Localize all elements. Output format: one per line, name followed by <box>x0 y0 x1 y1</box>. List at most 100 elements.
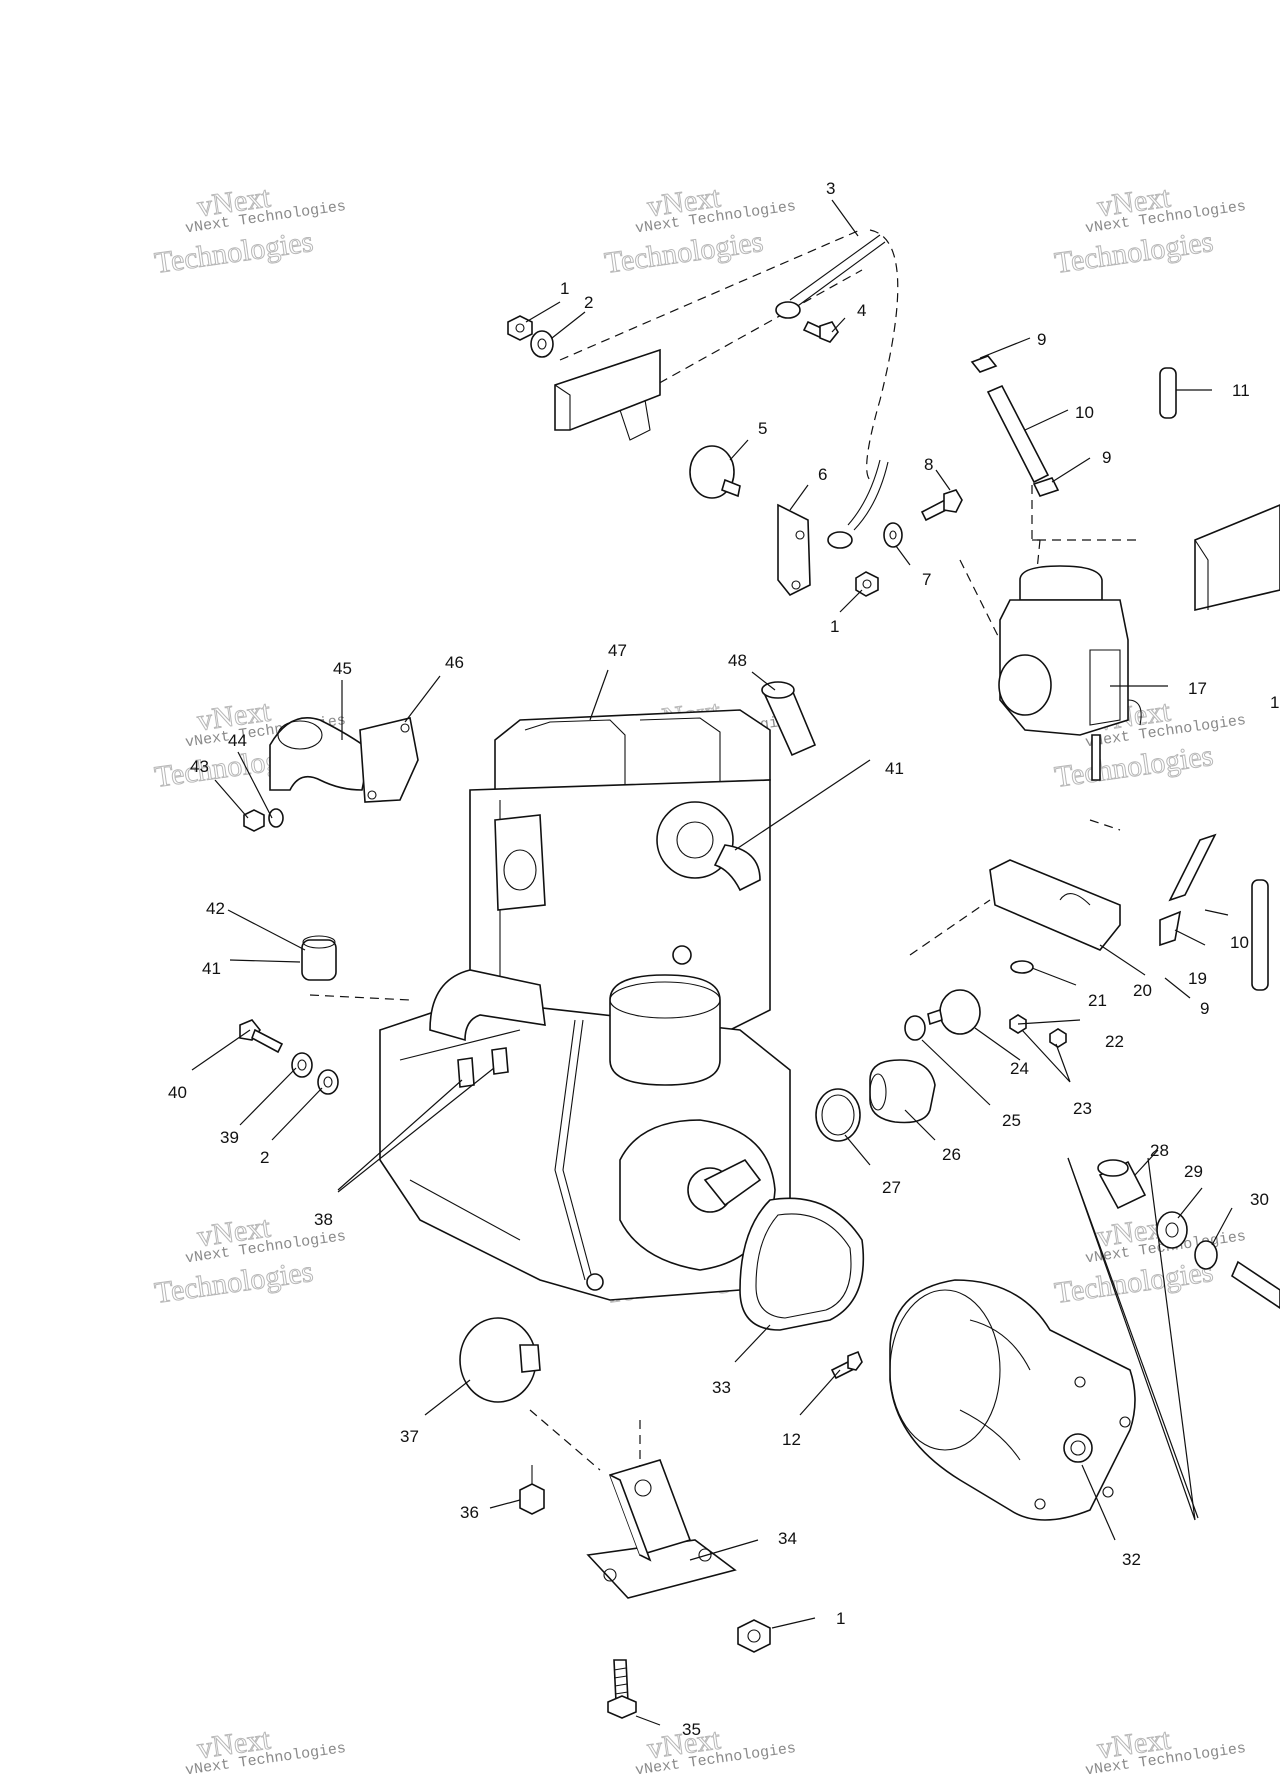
washer-hole <box>1165 1222 1179 1238</box>
dash-line <box>559 229 861 361</box>
pump-outlet <box>713 844 761 892</box>
callout-26: 26 <box>942 1145 961 1164</box>
washer-2-left <box>317 1069 339 1095</box>
temp-sensor <box>457 1057 475 1088</box>
hose-clamp <box>1032 477 1060 497</box>
bolt-thread <box>613 1667 629 1695</box>
washer-29 <box>1156 1211 1188 1249</box>
callout-4: 4 <box>857 301 866 320</box>
washer <box>1194 1240 1218 1270</box>
callout-1: 1 <box>560 279 569 298</box>
washer <box>904 1015 926 1041</box>
dash-line <box>309 994 411 1001</box>
coolant-hose <box>429 969 546 1042</box>
valve-cover <box>494 709 771 791</box>
leader <box>935 469 951 491</box>
callout-42: 42 <box>206 899 225 918</box>
intake-boot <box>269 716 371 791</box>
fuel-filter <box>1159 910 1182 947</box>
clutch-bolt-hole <box>1034 1498 1046 1510</box>
callout-32: 32 <box>1122 1550 1141 1569</box>
callout-33: 33 <box>712 1378 731 1397</box>
callout-48: 48 <box>728 651 747 670</box>
leader <box>551 311 586 339</box>
oil-filter-top <box>609 981 721 1019</box>
clutch-bolt-hole <box>1074 1376 1086 1388</box>
callout-39: 39 <box>220 1128 239 1147</box>
leader <box>689 1539 759 1561</box>
drain-plug <box>672 945 692 965</box>
frame-bracket <box>554 348 661 431</box>
bolt-shank <box>1231 1260 1280 1309</box>
bracket-hole <box>795 530 805 540</box>
bracket-hole <box>634 1479 652 1497</box>
leader <box>1099 944 1146 976</box>
bracket-6 <box>777 503 811 597</box>
hose-clamp <box>970 355 998 373</box>
carb-top-cap <box>1019 565 1103 601</box>
callout-28: 28 <box>1150 1141 1169 1160</box>
leader <box>237 751 273 819</box>
svg-text:Technologies: Technologies <box>153 225 316 280</box>
washer-21 <box>1010 960 1034 974</box>
callout-37: 37 <box>400 1427 419 1446</box>
leader <box>1164 977 1191 999</box>
bracket-upright <box>608 1459 692 1556</box>
clutch-gasket <box>739 1197 865 1331</box>
nut-36 <box>519 1465 545 1515</box>
leader <box>751 671 776 691</box>
watermark: vNext vNext Technologies Technologies <box>152 180 347 280</box>
washer-hole <box>889 530 897 540</box>
pump-center <box>676 821 714 859</box>
callout-23: 23 <box>1073 1099 1092 1118</box>
leader <box>844 1134 871 1166</box>
carb-vent <box>1127 699 1142 726</box>
leader <box>337 1067 495 1193</box>
intake-coupler <box>869 1059 936 1124</box>
callout-8: 8 <box>924 455 933 474</box>
callout-1: 1 <box>1270 693 1279 712</box>
frame-edge <box>1194 539 1209 610</box>
tube-11 <box>1159 367 1177 419</box>
callout-20: 20 <box>1133 981 1152 1000</box>
mount-5 <box>689 445 741 499</box>
callout-2: 2 <box>260 1148 269 1167</box>
flange-gasket <box>359 717 419 803</box>
valve-cover-detail <box>524 719 626 790</box>
washer-hole <box>297 1059 307 1071</box>
cable-ring-terminal <box>827 531 853 549</box>
gasket-46 <box>359 717 419 803</box>
watermark: vNext vNext Technologies Technologies <box>602 180 797 280</box>
plate-bracket <box>777 503 811 597</box>
callout-47: 47 <box>608 641 627 660</box>
hex-nut <box>243 809 265 832</box>
callout-41: 41 <box>202 959 221 978</box>
svg-text:Technologies: Technologies <box>1053 225 1216 280</box>
callout-1: 1 <box>830 617 839 636</box>
spacer-end <box>1097 1159 1129 1177</box>
bolt-8 <box>920 489 963 522</box>
leader <box>227 909 306 951</box>
ground-cable <box>827 459 889 549</box>
leader <box>1204 909 1229 916</box>
engine-assembly <box>379 709 791 1301</box>
gasket-33 <box>739 1197 865 1331</box>
callout-40: 40 <box>168 1083 187 1102</box>
mount-24 <box>927 989 981 1035</box>
leader <box>895 545 911 566</box>
oil-line-fitting <box>586 1273 604 1291</box>
leader <box>1081 1464 1116 1541</box>
callout-9: 9 <box>1102 448 1111 467</box>
nut-43-washer-44 <box>243 808 284 832</box>
bolt-head <box>847 1350 863 1371</box>
bushing-top <box>761 681 795 699</box>
nut-hole <box>862 579 872 589</box>
bracket-hole <box>791 580 801 590</box>
hex-nut <box>507 315 533 341</box>
bushing-48 <box>761 681 817 757</box>
leader <box>191 1029 251 1071</box>
leader <box>921 1039 991 1106</box>
crankcase-detail <box>399 1029 521 1241</box>
leader <box>734 759 871 851</box>
callout-5: 5 <box>758 419 767 438</box>
